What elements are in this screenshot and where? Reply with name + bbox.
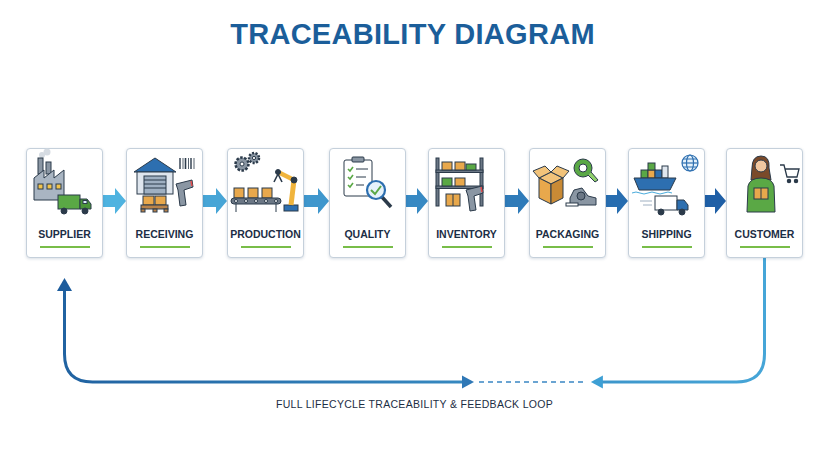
flow-arrow [304, 188, 329, 214]
arrow-head [462, 376, 474, 389]
label-underline [740, 246, 790, 248]
label-underline [241, 246, 291, 248]
box-label: QUALITY [330, 228, 405, 240]
loop-line [65, 288, 465, 382]
connector [57, 258, 765, 389]
diagram-title: TRACEABILITY DIAGRAM [0, 18, 825, 51]
label-underline [343, 246, 393, 248]
connector [705, 188, 726, 214]
loop-line [601, 258, 765, 382]
connector [103, 188, 126, 214]
flow-arrow [406, 188, 428, 214]
connector [505, 188, 529, 214]
process-box: PRODUCTION [227, 148, 304, 258]
dashed-line [479, 381, 586, 383]
box-label: CUSTOMER [727, 228, 802, 240]
process-box: QUALITY [329, 148, 406, 258]
flow-arrow [705, 188, 726, 214]
arrow-head [57, 278, 72, 291]
label-underline [442, 246, 492, 248]
box-label: PACKAGING [530, 228, 605, 240]
box-label: PRODUCTION [228, 228, 303, 240]
connector [203, 188, 227, 214]
label-underline [642, 246, 692, 248]
process-box: PACKAGING [529, 148, 606, 258]
process-box: RECEIVING [126, 148, 203, 258]
box-label: SHIPPING [629, 228, 704, 240]
label-underline [40, 246, 90, 248]
edge-label: FULL LIFECYCLE TRACEABILITY & FEEDBACK L… [165, 398, 665, 410]
label-underline [140, 246, 190, 248]
process-box: CUSTOMER [726, 148, 803, 258]
flow-arrow [203, 188, 227, 214]
arrow-head [591, 376, 603, 389]
connector [304, 188, 329, 214]
process-box: INVENTORY [428, 148, 505, 258]
box-label: INVENTORY [429, 228, 504, 240]
box-label: SUPPLIER [27, 228, 102, 240]
flow-arrow [505, 188, 529, 214]
process-box: SHIPPING [628, 148, 705, 258]
connector [406, 188, 428, 214]
flow-arrow [606, 188, 628, 214]
label-underline [543, 246, 593, 248]
process-box: SUPPLIER [26, 148, 103, 258]
flow-arrow [103, 188, 126, 214]
connector [606, 188, 628, 214]
box-label: RECEIVING [127, 228, 202, 240]
